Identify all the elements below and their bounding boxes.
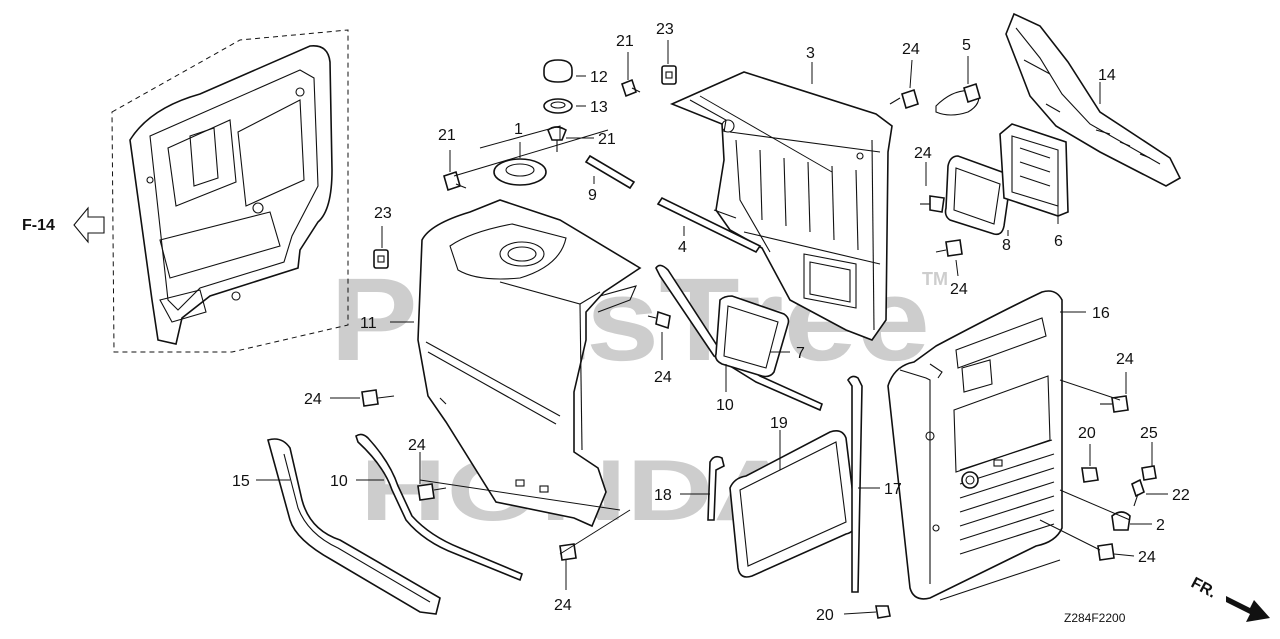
front-cover-part-16 — [887, 290, 1063, 600]
callout-2[interactable]: 2 — [1156, 517, 1165, 534]
screw-24-right — [935, 239, 963, 257]
screw-24-front-bottom — [1097, 543, 1115, 561]
callout-24-lowleft[interactable]: 24 — [408, 437, 426, 454]
callout-16[interactable]: 16 — [1092, 305, 1110, 322]
back-cover-assembly — [111, 29, 349, 353]
callout-24-right[interactable]: 24 — [950, 281, 968, 298]
callout-21-top[interactable]: 21 — [616, 33, 634, 50]
side-cover-part-11 — [417, 199, 642, 528]
screw-24-mid — [920, 195, 945, 213]
screws — [361, 78, 1157, 619]
callout-15[interactable]: 15 — [232, 473, 250, 490]
screw-21-c — [443, 170, 467, 192]
bolt-22 — [1131, 478, 1145, 507]
callout-20-right[interactable]: 20 — [1078, 425, 1096, 442]
strip-part-18 — [707, 455, 725, 521]
screw-2 — [1111, 511, 1131, 531]
seal-strip-part-10-lower — [355, 433, 523, 582]
seal-part-8 — [944, 155, 1011, 236]
callout-6[interactable]: 6 — [1054, 233, 1063, 250]
strip-part-9 — [584, 154, 636, 190]
callout-24-top[interactable]: 24 — [902, 41, 920, 58]
diagram-code: Z284F2200 — [1064, 611, 1126, 625]
callout-23-left[interactable]: 23 — [374, 205, 392, 222]
callout-9[interactable]: 9 — [588, 187, 597, 204]
screw-24-front-top — [1100, 395, 1129, 413]
cap-part-12 — [543, 59, 573, 83]
callout-20-bottom[interactable]: 20 — [816, 607, 834, 624]
strip-part-17 — [847, 375, 863, 593]
callout-24-front-top[interactable]: 24 — [1116, 351, 1134, 368]
callout-12[interactable]: 12 — [590, 69, 608, 86]
handle-trim-part-14 — [1005, 12, 1182, 187]
seal-part-7 — [714, 295, 790, 378]
callout-24-bottom[interactable]: 24 — [554, 597, 572, 614]
screw-24-center — [647, 310, 671, 330]
seal-strip-part-10-upper — [655, 264, 823, 412]
clip-23-left — [373, 249, 389, 269]
callout-25[interactable]: 25 — [1140, 425, 1158, 442]
arrow-down-right-icon — [1226, 596, 1270, 622]
callout-10-upper[interactable]: 10 — [716, 397, 734, 414]
cap-25 — [1141, 465, 1157, 481]
callout-24-left[interactable]: 24 — [304, 391, 322, 408]
reference-f14[interactable]: F-14 — [22, 206, 105, 244]
callout-18[interactable]: 18 — [654, 487, 672, 504]
callout-4[interactable]: 4 — [678, 239, 687, 256]
callout-24-front-bottom[interactable]: 24 — [1138, 549, 1156, 566]
callout-23-top[interactable]: 23 — [656, 21, 674, 38]
callout-21-left[interactable]: 21 — [438, 127, 456, 144]
callout-17[interactable]: 17 — [884, 481, 902, 498]
orientation-label: FR. — [1188, 575, 1219, 602]
screw-24-bottom — [559, 543, 577, 561]
nut-20-right — [1081, 467, 1099, 483]
callout-1[interactable]: 1 — [514, 121, 523, 138]
screw-21-a — [621, 78, 641, 98]
callout-5[interactable]: 5 — [962, 37, 971, 54]
callout-8[interactable]: 8 — [1002, 237, 1011, 254]
callout-21-mid[interactable]: 21 — [598, 131, 616, 148]
screw-24-top — [889, 88, 919, 110]
callout-19[interactable]: 19 — [770, 415, 788, 432]
screw-21-b — [547, 126, 567, 152]
callout-10-lower[interactable]: 10 — [330, 473, 348, 490]
leader-lines — [256, 40, 1168, 615]
watermark-trademark: TM — [922, 269, 948, 289]
callout-13[interactable]: 13 — [590, 99, 608, 116]
screw-24-lowleft — [417, 483, 447, 501]
callout-3[interactable]: 3 — [806, 45, 815, 62]
grommet-part-1 — [493, 158, 547, 186]
callout-7[interactable]: 7 — [796, 345, 805, 362]
strip-part-4 — [656, 196, 762, 254]
nut-20-bottom — [875, 605, 891, 619]
callout-22[interactable]: 22 — [1172, 487, 1190, 504]
clip-23-top — [661, 65, 677, 85]
callout-numbers: 1 2 3 4 5 6 7 8 9 10 10 11 12 13 14 15 1… — [232, 21, 1190, 624]
lower-trim-part-15 — [267, 438, 441, 615]
top-cover-part-3 — [669, 71, 893, 341]
reference-label: F-14 — [22, 217, 55, 234]
callout-14[interactable]: 14 — [1098, 67, 1116, 84]
arrow-left-icon — [73, 206, 105, 244]
callout-11[interactable]: 11 — [360, 315, 377, 332]
callout-24-mid[interactable]: 24 — [914, 145, 932, 162]
front-direction: FR. — [1188, 575, 1270, 622]
screw-24-left — [361, 389, 395, 407]
callout-24-center[interactable]: 24 — [654, 369, 672, 386]
clamp-part-5 — [935, 82, 981, 116]
ring-part-13 — [543, 98, 573, 114]
